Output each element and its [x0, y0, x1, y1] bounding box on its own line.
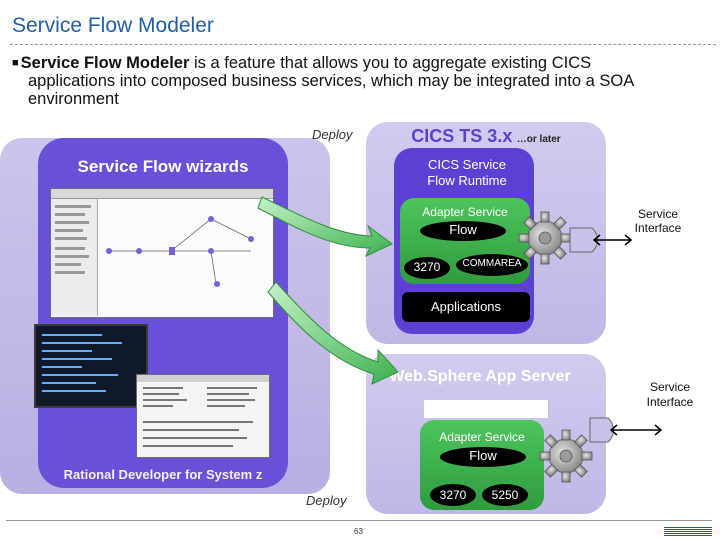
importer-screenshot — [136, 374, 270, 458]
cics-applications-label: Applications — [430, 299, 502, 314]
bullet-marker-icon: ■ — [12, 57, 19, 69]
deploy-bottom-label: Deploy — [306, 493, 347, 508]
bullet-rest-2: applications into composed business serv… — [28, 72, 634, 108]
websphere-chip-5250 — [482, 484, 528, 506]
cics-adapter-label: Adapter Service — [422, 205, 508, 219]
rational-label: Rational Developer for System z — [63, 467, 263, 482]
cics-chip-3270-label: 3270 — [413, 260, 441, 274]
cics-flow-oval — [420, 221, 506, 241]
cics-service-interface-line1: Service — [637, 207, 678, 221]
cics-chip-commarea — [456, 254, 528, 276]
websphere-adapter-label: Adapter Service — [439, 430, 525, 444]
wizards-label: Service Flow wizards — [77, 157, 249, 176]
websphere-flow-oval — [440, 447, 526, 467]
cics-service-interface-label: Service Interface — [628, 207, 688, 235]
cics-title-row: CICS TS 3.x …or later — [366, 126, 606, 147]
websphere-chip-5250-label: 5250 — [491, 488, 519, 502]
websphere-service-interface-line2: Interface — [646, 395, 694, 409]
bullet-rest-1: is a feature that allows you to aggregat… — [189, 54, 592, 72]
websphere-service-interface-line1: Service — [649, 380, 690, 394]
cics-chip-3270 — [404, 257, 450, 279]
websphere-flow-label: Flow — [469, 448, 497, 463]
cics-runtime-label-1: CICS Service — [427, 157, 507, 172]
cics-applications-box — [402, 292, 530, 322]
ibm-logo — [664, 527, 712, 536]
websphere-chip-3270-label: 3270 — [439, 488, 467, 502]
cics-title-suffix: …or later — [516, 134, 561, 145]
importer-lines — [137, 375, 269, 447]
deploy-top-label: Deploy — [312, 127, 353, 142]
websphere-service-interface-label: Service Interface — [640, 380, 700, 410]
bullet-lead: Service Flow Modeler — [20, 54, 190, 72]
bullet-text: ■Service Flow Modeler is a feature that … — [12, 54, 712, 108]
page-number: 63 — [354, 527, 363, 536]
flow-graph — [55, 205, 254, 287]
terminal-lines — [42, 334, 122, 392]
websphere-chip-3270 — [430, 484, 476, 506]
footer-rule — [6, 520, 712, 521]
flow-editor-screenshot — [50, 188, 274, 318]
cics-title: CICS TS 3.x — [411, 126, 513, 146]
slide-title: Service Flow Modeler — [12, 14, 214, 37]
websphere-white-strip — [424, 400, 548, 418]
editor-titlebar — [51, 189, 273, 199]
terminal-screenshot — [34, 324, 148, 408]
cics-chip-commarea-label: COMMAREA — [462, 258, 522, 269]
websphere-title: Web.Sphere App Server — [389, 368, 571, 385]
cics-runtime-label-2: Flow Runtime — [427, 173, 507, 188]
cics-service-interface-line2: Interface — [634, 221, 682, 235]
title-divider — [10, 44, 716, 45]
cics-flow-label: Flow — [449, 222, 477, 237]
